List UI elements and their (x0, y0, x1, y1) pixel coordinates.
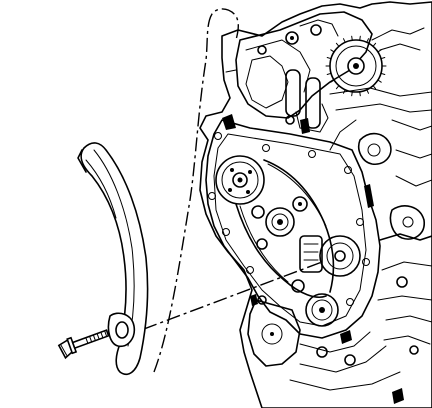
engine-front (199, 1, 432, 408)
sprocket-tooth (330, 49, 335, 53)
front-cover-flange (205, 119, 381, 339)
leader-line-bolt (119, 261, 323, 339)
sprocket-tooth (359, 35, 361, 41)
shadow-accents (222, 114, 404, 404)
sprocket-tooth (335, 85, 340, 90)
sprocket-tooth (351, 91, 353, 97)
leader-lines (119, 8, 323, 373)
guide-bolt (57, 329, 110, 360)
sprocket-tooth (351, 35, 353, 41)
sprocket-tooth (366, 89, 369, 94)
flange-bolt-holes (208, 132, 370, 306)
sprocket-tooth (326, 57, 332, 60)
sprocket-tooth (372, 42, 377, 47)
sprocket-tooth (343, 38, 346, 43)
cam-sprocket-upper (325, 35, 387, 97)
sprocket-tooth (326, 72, 332, 75)
sprocket-tooth (377, 79, 382, 83)
mid-sprocket (319, 235, 361, 277)
sprocket-tooth (380, 72, 386, 75)
sprocket-tooth (366, 38, 369, 43)
cam-housing (235, 11, 373, 119)
guide-body (80, 142, 149, 376)
lower-cover (247, 299, 301, 367)
sprocket-tooth (335, 42, 340, 47)
engine-outline (199, 1, 432, 408)
idler-pulley (265, 207, 295, 237)
bolt-head (285, 31, 299, 45)
cam-sprocket-left (215, 155, 265, 205)
sprocket-tooth (372, 85, 377, 90)
sprocket-tooth (330, 79, 335, 83)
leader-line-guide (153, 8, 239, 373)
sprocket-tooth (380, 57, 386, 60)
crank-sprocket (305, 293, 339, 327)
timing-chain-guide (77, 142, 149, 376)
sprocket-tooth (359, 91, 361, 97)
